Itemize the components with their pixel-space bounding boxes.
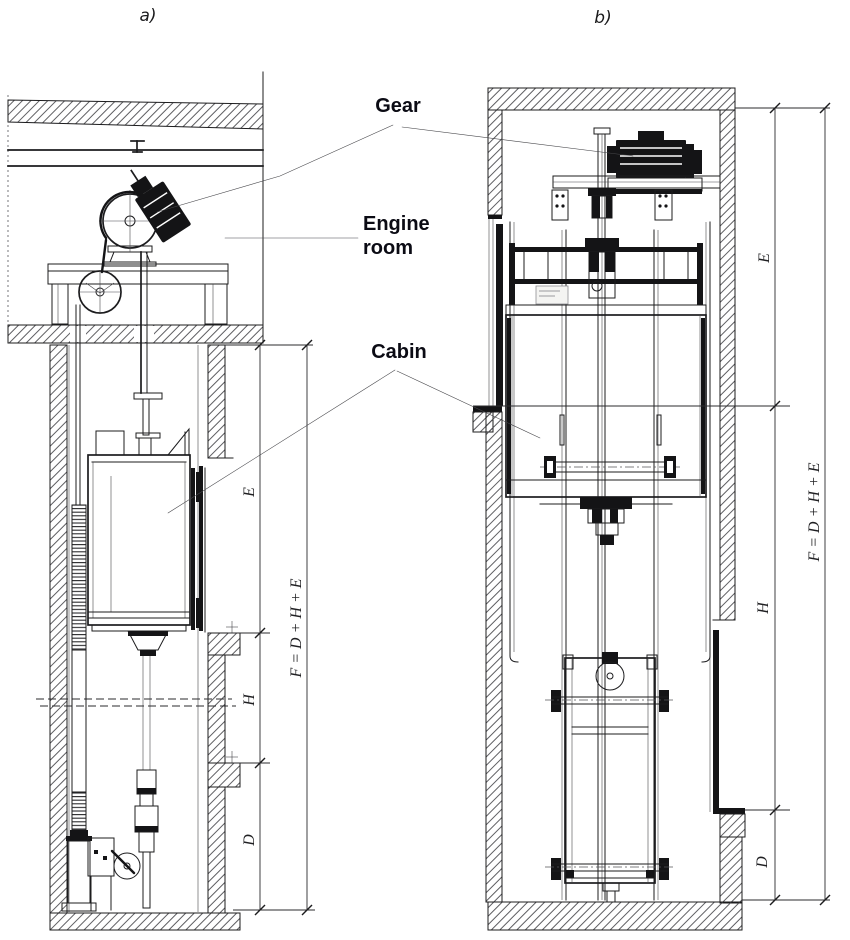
cabin-label: Cabin — [371, 341, 427, 363]
dimensions-a: E H D F = D + H + E — [225, 339, 315, 916]
traction-machine-a — [47, 169, 229, 325]
cabin-leader-right — [396, 370, 541, 439]
car-frame-b — [509, 238, 703, 305]
drawing-a: E H D F = D + H + E — [7, 71, 315, 931]
dim-d-a: D — [241, 834, 258, 847]
dim-h-b: H — [755, 601, 772, 615]
pit-equipment-a — [87, 769, 159, 911]
dim-f-a: F = D + H + E — [288, 578, 305, 678]
engine-room-label-line2: room — [363, 237, 413, 259]
dim-h-a: H — [241, 693, 258, 707]
gear-machine-b — [551, 127, 721, 901]
cabin-b — [505, 304, 707, 545]
gear-label: Gear — [375, 95, 421, 117]
dim-d-b: D — [754, 856, 771, 869]
engine-room-structure-a — [7, 71, 264, 344]
callouts: Gear Engine room Cabin — [156, 95, 634, 514]
i-beam-mark — [130, 140, 145, 153]
engine-room-label-line1: Engine — [363, 213, 430, 235]
gear-leader-right — [401, 126, 634, 157]
panel-b-title: b) — [594, 8, 611, 28]
nameplate-b — [535, 285, 569, 305]
drawing-b: E H D F = D + H + E — [472, 87, 831, 931]
shaft-walls-b — [472, 87, 746, 931]
counterweight-b — [545, 652, 675, 903]
motor-a — [130, 169, 191, 243]
suspension-ropes-a — [75, 251, 163, 770]
dimensions-b: E H D F = D + H + E — [473, 102, 831, 906]
counterweight-a — [61, 504, 97, 912]
shaft-walls-a — [49, 344, 241, 931]
dim-e-a: E — [241, 487, 258, 498]
cabin-a — [87, 427, 199, 656]
gear-leader-left — [156, 124, 394, 213]
machine-room-floor-a — [7, 324, 264, 344]
panel-a-title: a) — [139, 6, 156, 26]
dim-f-b: F = D + H + E — [806, 462, 823, 562]
dim-e-b: E — [756, 253, 773, 264]
cabin-leader-left — [167, 369, 396, 514]
guide-rails-b — [509, 221, 711, 901]
